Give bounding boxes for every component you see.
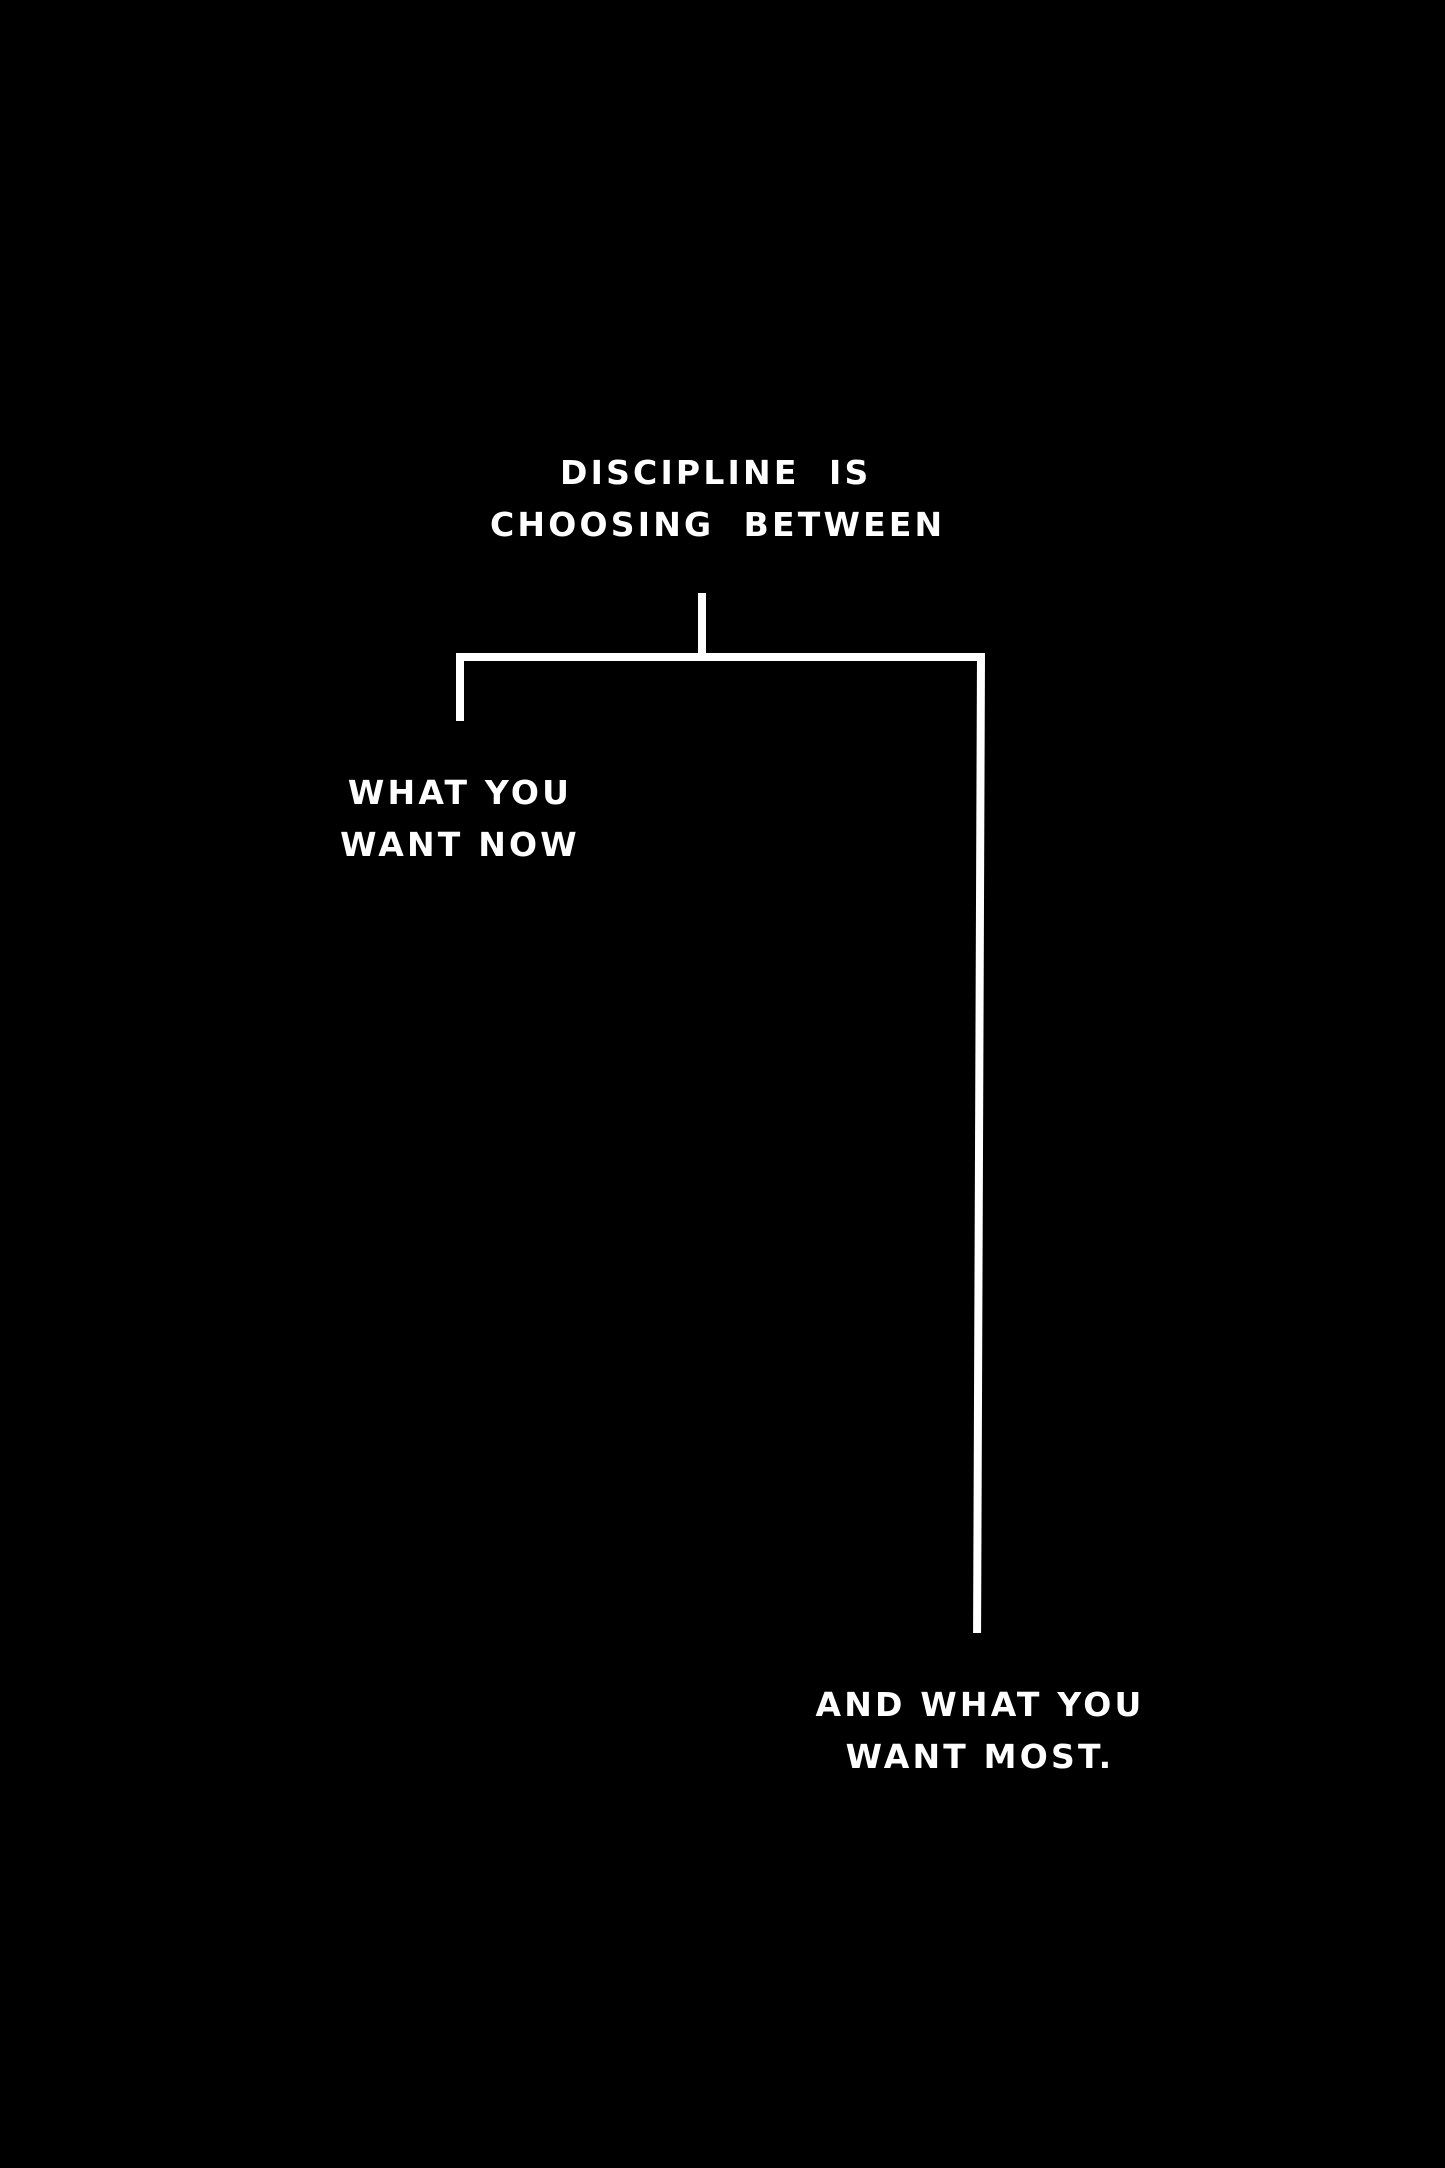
tree-crossbar <box>456 653 983 661</box>
left-branch-line-2: WANT NOW <box>340 825 580 864</box>
right-branch-line-1: AND WHAT YOU <box>815 1685 1145 1724</box>
tree-right-leg <box>973 653 985 1633</box>
tree-stem <box>698 593 706 657</box>
heading-line-2: CHOOSING BETWEEN <box>490 505 946 544</box>
heading-line-1: DISCIPLINE IS <box>560 453 872 492</box>
tree-left-leg <box>456 653 464 721</box>
left-branch-line-1: WHAT YOU <box>347 773 573 812</box>
right-branch-line-2: WANT MOST. <box>845 1737 1115 1776</box>
